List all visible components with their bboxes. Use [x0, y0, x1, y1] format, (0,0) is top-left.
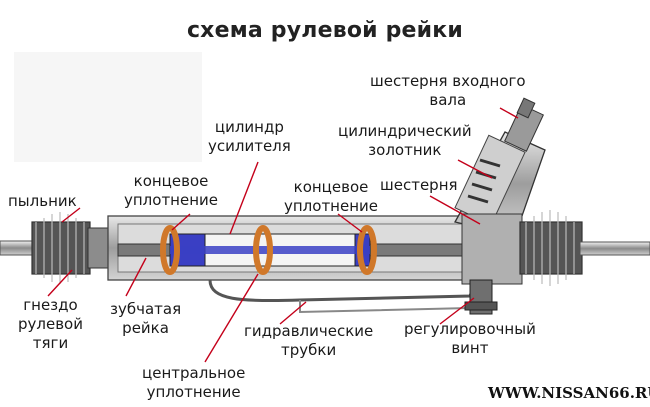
leader-input-shaft-gear: [499, 107, 519, 119]
label-adjusting-screw: регулировочный винт: [404, 320, 536, 358]
diagram-title: схема рулевой рейки: [186, 18, 464, 43]
label-center-seal-line1: центральное: [142, 364, 246, 382]
end-seal-right-ring: [357, 225, 377, 275]
label-booster-cylinder-line1: цилиндр: [214, 118, 284, 136]
leader-booster-cylinder: [229, 161, 259, 235]
label-cylindrical-valve-line1: цилиндрический: [338, 122, 472, 140]
leader-toothed-rack: [125, 257, 147, 297]
label-end-seal-left: концевое уплотнение: [124, 172, 218, 210]
hydraulic-tube-2: [299, 300, 471, 314]
label-tie-rod-socket-line3: тяги: [32, 334, 69, 352]
pinion-housing: [454, 131, 546, 237]
label-center-seal: центральное уплотнение: [142, 364, 245, 402]
blank-panel: [14, 52, 202, 162]
label-end-seal-left-line2: уплотнение: [124, 191, 219, 209]
label-toothed-rack-line2: рейка: [122, 319, 169, 337]
pinion-block: [461, 213, 523, 285]
label-toothed-rack-line1: зубчатая: [110, 300, 182, 318]
leader-center-seal: [204, 273, 259, 363]
label-tie-rod-socket-line1: гнездо: [23, 296, 78, 314]
label-toothed-rack: зубчатая рейка: [110, 300, 181, 338]
label-tie-rod-socket-line2: рулевой: [18, 315, 83, 333]
leader-end-seal-right: [337, 213, 363, 233]
label-cylindrical-valve: цилиндрический золотник: [338, 122, 472, 160]
label-end-seal-right-line2: уплотнение: [284, 197, 379, 215]
leader-pinion: [429, 195, 481, 225]
label-end-seal-right-line1: концевое: [293, 178, 369, 196]
input-shaft: [504, 97, 544, 152]
leader-boot: [61, 207, 81, 223]
label-adjusting-screw-line2: винт: [451, 339, 489, 357]
label-booster-cylinder-line2: усилителя: [208, 137, 291, 155]
leader-hydraulic-tubes: [279, 301, 307, 325]
site-watermark: WWW.NISSAN66.RU: [488, 384, 650, 402]
leader-cylindrical-valve: [457, 159, 493, 179]
label-input-shaft-gear: шестерня входного вала: [370, 72, 526, 110]
label-input-shaft-gear-line1: шестерня входного: [370, 72, 526, 90]
label-pinion: шестерня: [380, 176, 458, 194]
label-hydraulic-tubes-line2: трубки: [281, 341, 337, 359]
label-tie-rod-socket: гнездо рулевой тяги: [18, 296, 83, 353]
label-end-seal-left-line1: концевое: [133, 172, 209, 190]
left-boot: [31, 212, 91, 284]
label-center-seal-line2: уплотнение: [146, 383, 241, 401]
right-tie-rod: [579, 241, 650, 256]
label-adjusting-screw-line1: регулировочный: [404, 320, 536, 338]
label-boot: пыльник: [8, 192, 77, 210]
tie-rod-socket: [87, 227, 111, 269]
leader-end-seal-left: [171, 213, 191, 231]
leader-tie-rod-socket: [47, 269, 73, 297]
label-booster-cylinder: цилиндр усилителя: [208, 118, 291, 156]
end-seal-left-ring: [160, 225, 180, 275]
label-hydraulic-tubes: гидравлические трубки: [244, 322, 373, 360]
label-hydraulic-tubes-line1: гидравлические: [244, 322, 374, 340]
label-end-seal-right: концевое уплотнение: [284, 178, 378, 216]
center-seal-ring: [253, 225, 273, 275]
right-boot: [519, 210, 583, 286]
label-input-shaft-gear-line2: вала: [429, 91, 467, 109]
leader-adjusting-screw: [439, 297, 475, 325]
label-cylindrical-valve-line2: золотник: [368, 141, 442, 159]
